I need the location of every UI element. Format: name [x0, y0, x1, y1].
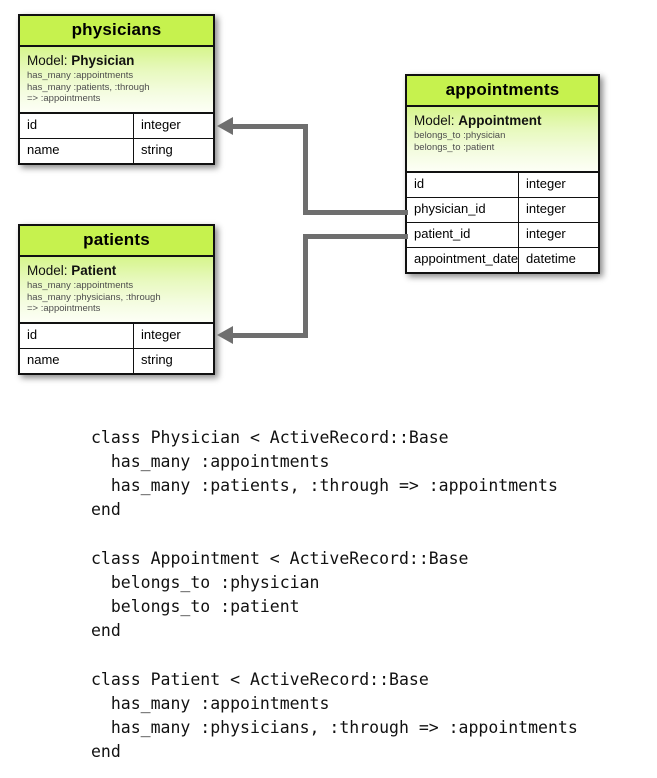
er-column-type: integer: [141, 326, 181, 342]
er-association-line: belongs_to :physician: [414, 130, 506, 141]
er-column-name: id: [20, 323, 134, 348]
model-label: Model:: [27, 53, 68, 68]
er-column-row[interactable]: id integer: [20, 323, 213, 349]
model-class-name: Physician: [71, 53, 135, 68]
er-table-title-patients: patients: [20, 226, 213, 257]
er-column-row[interactable]: physician_id integer: [407, 198, 598, 223]
er-table-physicians[interactable]: physicians Model: Physician has_many :ap…: [18, 14, 215, 165]
model-class-name: Patient: [71, 263, 117, 278]
model-label: Model:: [414, 113, 455, 128]
arrow-head-icon: [217, 117, 233, 135]
connector-segment-horizontal: [308, 210, 408, 215]
er-table-title-appointments: appointments: [407, 76, 598, 107]
er-association-line: belongs_to :patient: [414, 141, 495, 153]
connector-segment-vertical: [303, 124, 308, 215]
er-association-line: has_many :patients, :through: [27, 81, 150, 93]
er-model-name-patients: Model: Patient: [27, 263, 206, 278]
er-column-row[interactable]: patient_id integer: [407, 223, 598, 248]
er-association-line: => :appointments: [27, 303, 101, 314]
er-model-block-appointments: Model: Appointment belongs_to :physician…: [407, 107, 598, 173]
er-column-type: string: [141, 141, 173, 157]
er-association-line: has_many :physicians, :through: [27, 291, 161, 303]
er-column-type: integer: [141, 116, 181, 132]
connector-segment-horizontal: [232, 333, 307, 338]
arrow-head-icon: [217, 326, 233, 344]
er-column-name: name: [20, 138, 134, 163]
er-column-name: id: [20, 113, 134, 138]
er-column-row[interactable]: name string: [20, 138, 213, 163]
er-table-patients[interactable]: patients Model: Patient has_many :appoin…: [18, 224, 215, 375]
connector-segment-horizontal: [308, 234, 408, 239]
er-column-name: id: [407, 173, 519, 197]
er-columns-patients: id integer name string: [20, 323, 213, 373]
er-model-name-appointments: Model: Appointment: [414, 113, 591, 128]
er-column-type: integer: [526, 201, 566, 216]
model-class-name: Appointment: [458, 113, 542, 128]
er-association-line: has_many :appointments: [27, 70, 134, 81]
er-model-block-physicians: Model: Physician has_many :appointments …: [20, 47, 213, 114]
er-association-line: => :appointments: [27, 93, 101, 104]
er-column-type: integer: [526, 226, 566, 241]
er-column-type: datetime: [526, 251, 576, 266]
er-column-name: appointment_date: [407, 248, 519, 272]
er-model-name-physicians: Model: Physician: [27, 53, 206, 68]
connector-segment-vertical: [303, 234, 308, 338]
er-column-type: string: [141, 351, 173, 367]
er-column-name: patient_id: [407, 223, 519, 247]
er-model-block-patients: Model: Patient has_many :appointments ha…: [20, 257, 213, 324]
er-association-line: has_many :appointments: [27, 280, 134, 291]
er-column-row[interactable]: appointment_date datetime: [407, 248, 598, 272]
er-column-name: name: [20, 348, 134, 373]
er-table-appointments[interactable]: appointments Model: Appointment belongs_…: [405, 74, 600, 274]
model-label: Model:: [27, 263, 68, 278]
er-column-type: integer: [526, 176, 566, 191]
er-columns-appointments: id integer physician_id integer patient_…: [407, 173, 598, 272]
er-column-row[interactable]: name string: [20, 348, 213, 373]
er-table-title-physicians: physicians: [20, 16, 213, 47]
er-column-row[interactable]: id integer: [407, 173, 598, 198]
er-column-row[interactable]: id integer: [20, 113, 213, 139]
ruby-model-code-block: class Physician < ActiveRecord::Base has…: [91, 427, 578, 762]
er-columns-physicians: id integer name string: [20, 113, 213, 163]
er-association-spacer: [414, 153, 591, 164]
er-column-name: physician_id: [407, 198, 519, 222]
connector-segment-horizontal: [232, 124, 307, 129]
